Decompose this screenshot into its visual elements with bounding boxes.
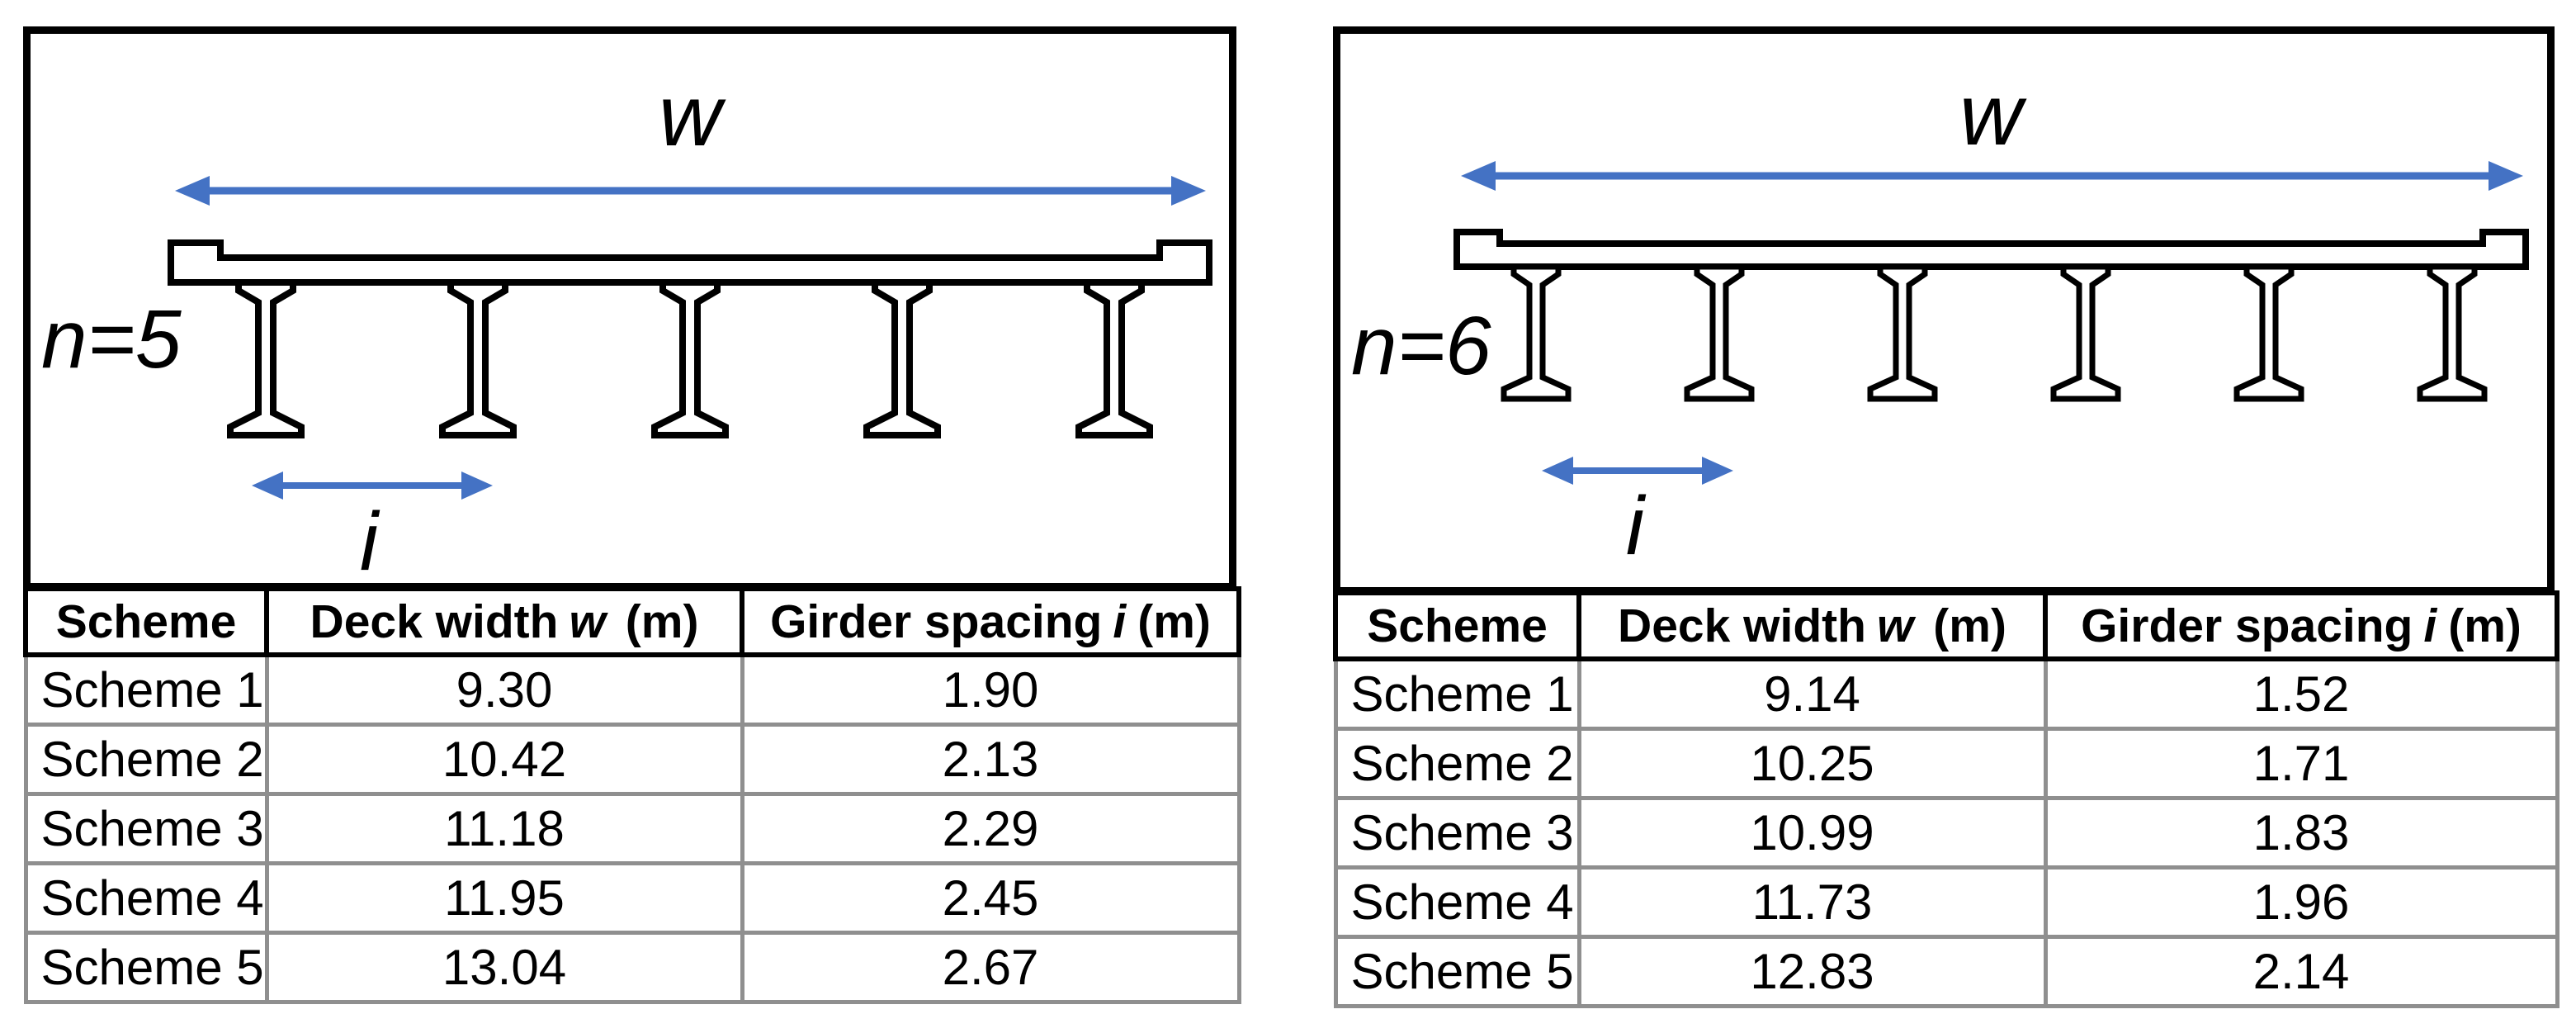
table-row: Scheme 5 13.04 2.67: [23, 931, 1241, 1004]
deck-width-cell: 12.83: [1576, 935, 2048, 1008]
deck-outline: [1453, 229, 2529, 270]
scheme-cell: Scheme 4: [1333, 865, 1581, 939]
table-row: Scheme 2 10.42 2.13: [23, 723, 1241, 796]
girder-outline: [651, 279, 729, 438]
scheme-cell: Scheme 2: [23, 723, 269, 796]
drawing-shapes-n5: [168, 176, 1212, 500]
deck-width-cell: 13.04: [264, 931, 744, 1004]
deck-width-cell: 10.99: [1576, 796, 2048, 870]
girder-outline: [439, 279, 517, 438]
girder-spacing-cell: 1.52: [2043, 656, 2559, 731]
girder-outline: [1867, 263, 1938, 402]
girder-spacing-cell: 2.13: [740, 723, 1241, 796]
table-row: Scheme 2 10.25 1.71: [1333, 727, 2559, 800]
deck-width-cell: 11.95: [264, 861, 744, 935]
scheme-cell: Scheme 1: [23, 652, 269, 727]
girder-count-label: n=5: [41, 293, 182, 386]
girder-outline: [1075, 279, 1153, 438]
girder-outline: [863, 279, 941, 438]
col-header-scheme: Scheme: [23, 586, 269, 657]
deck-width-cell: 10.25: [1576, 727, 2048, 800]
table-row: Scheme 4 11.73 1.96: [1333, 865, 2559, 939]
girder-outline: [2417, 263, 2488, 402]
girder-spacing-arrow-left-head: [252, 471, 283, 500]
deck-width-cell: 11.18: [264, 792, 744, 865]
girder-spacing-label: i: [1626, 480, 1647, 572]
table-row: Scheme 1 9.30 1.90: [23, 652, 1241, 727]
deck-width-label: w: [1959, 67, 2027, 163]
deck-width-label: w: [659, 68, 726, 164]
girder-outline: [1684, 263, 1755, 402]
scheme-cell: Scheme 5: [23, 931, 269, 1004]
girder-spacing-cell: 1.71: [2043, 727, 2559, 800]
deck-width-cell: 10.42: [264, 723, 744, 796]
deck-width-arrow-right-head: [2489, 161, 2523, 191]
scheme-cell: Scheme 5: [1333, 935, 1581, 1008]
deck-width-arrow-left-head: [175, 176, 210, 206]
col-header-scheme: Scheme: [1333, 590, 1581, 661]
bridge-cross-section-n6: w n=6 i: [1351, 67, 2529, 572]
scheme-cell: Scheme 1: [1333, 656, 1581, 731]
cross-section-panel-n6: w n=6 i: [1333, 26, 2555, 595]
table-row: Scheme 5 12.83 2.14: [1333, 935, 2559, 1008]
girder-outline: [227, 279, 305, 438]
scheme-cell: Scheme 2: [1333, 727, 1581, 800]
bridge-cross-section-n5: w n=5 i: [41, 68, 1212, 583]
girder-spacing-arrow-right-head: [461, 471, 493, 500]
scheme-cell: Scheme 4: [23, 861, 269, 935]
girder-count-label: n=6: [1351, 300, 1491, 392]
scheme-cell: Scheme 3: [1333, 796, 1581, 870]
girder-spacing-cell: 2.14: [2043, 935, 2559, 1008]
girder-spacing-cell: 2.45: [740, 861, 1241, 935]
table-row: Scheme 4 11.95 2.45: [23, 861, 1241, 935]
girder-outline: [1501, 263, 1572, 402]
girder-spacing-arrow-right-head: [1702, 457, 1733, 485]
deck-width-arrow-right-head: [1171, 176, 1206, 206]
girder-spacing-cell: 1.90: [740, 652, 1241, 727]
girder-spacing-arrow-left-head: [1542, 457, 1573, 485]
deck-width-cell: 9.30: [264, 652, 744, 727]
girder-outline: [2050, 263, 2121, 402]
girder-spacing-cell: 2.67: [740, 931, 1241, 1004]
girder-spacing-cell: 1.96: [2043, 865, 2559, 939]
girder-spacing-cell: 2.29: [740, 792, 1241, 865]
girder-spacing-label: i: [360, 495, 380, 583]
cross-section-panel-n5: w n=5 i: [23, 26, 1236, 590]
deck-outline: [168, 239, 1212, 286]
deck-width-arrow-left-head: [1461, 161, 1496, 191]
girder-outline: [2233, 263, 2304, 402]
deck-width-cell: 11.73: [1576, 865, 2048, 939]
deck-width-cell: 9.14: [1576, 656, 2048, 731]
scheme-cell: Scheme 3: [23, 792, 269, 865]
table-row: Scheme 3 11.18 2.29: [23, 792, 1241, 865]
table-row: Scheme 3 10.99 1.83: [1333, 796, 2559, 870]
girder-spacing-cell: 1.83: [2043, 796, 2559, 870]
table-row: Scheme 1 9.14 1.52: [1333, 656, 2559, 731]
drawing-shapes-n6: [1453, 161, 2529, 485]
